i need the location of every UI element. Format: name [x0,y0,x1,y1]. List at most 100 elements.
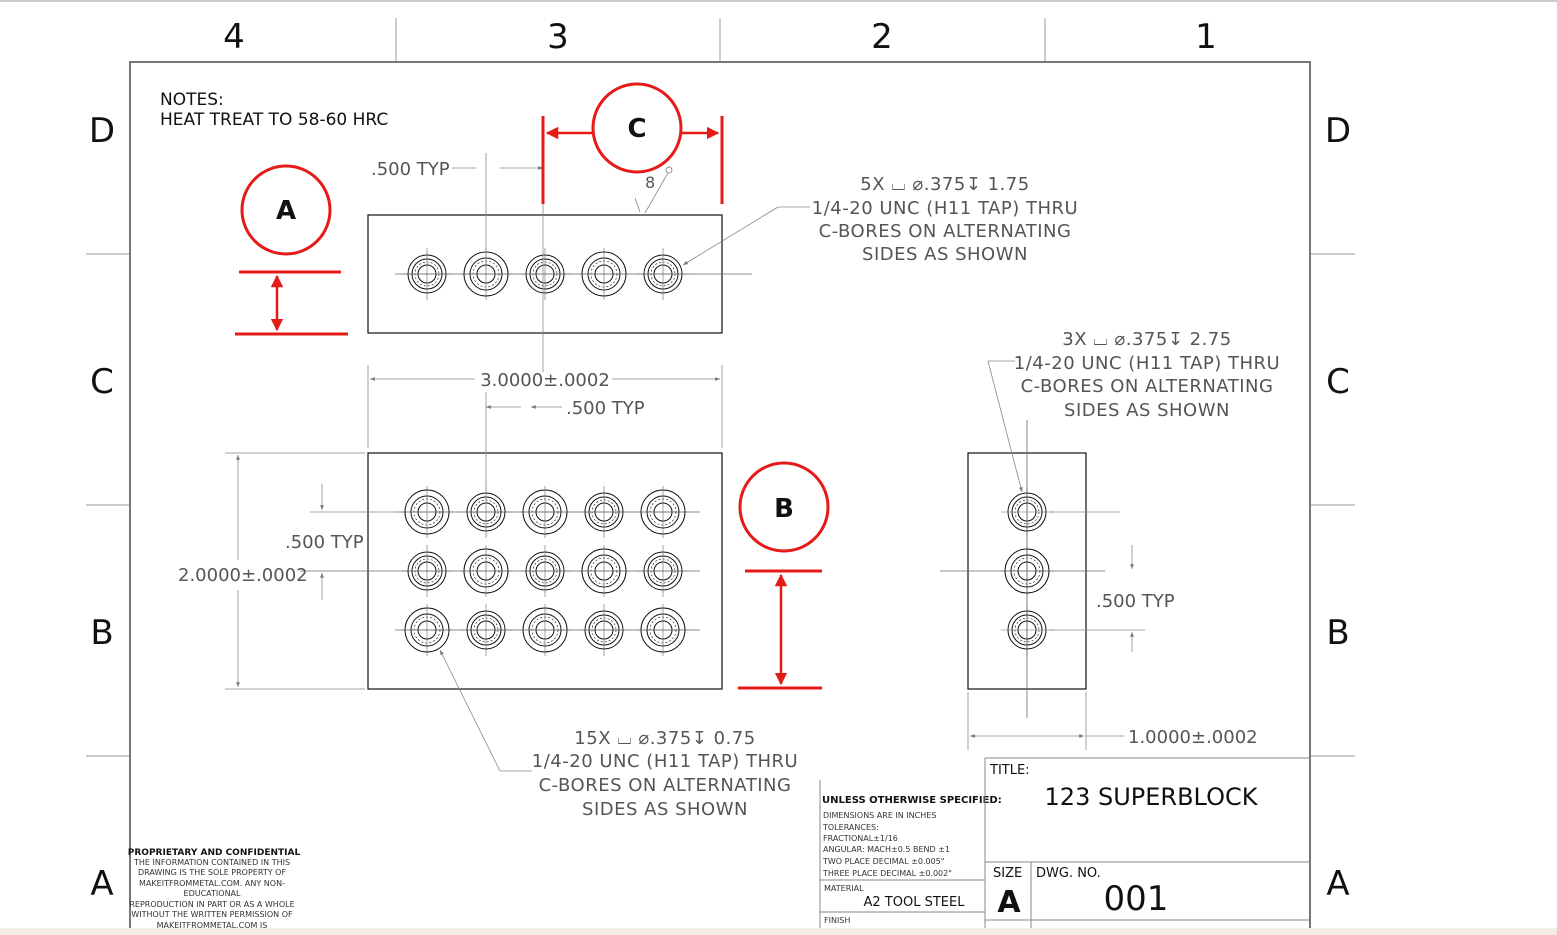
hole [460,486,512,538]
zone-row-a-left: A [90,864,113,904]
hole [401,545,453,597]
zone-row-b-right: B [1326,613,1349,653]
bottom-strip [0,928,1557,935]
notes-block: NOTES: HEAT TREAT TO 58-60 HRC [160,90,388,130]
annotation-c: C [541,82,724,204]
material-label: MATERIAL [824,884,864,893]
top-callout-line-4: SIDES AS SHOWN [862,244,1028,265]
dwg-no-label: DWG. NO. [1036,866,1101,881]
top-dim-angle: 8 [645,173,655,192]
hole [578,545,630,597]
proprietary-heading: PROPRIETARY AND CONFIDENTIAL [128,848,301,858]
top-callout-line-1: 5X ⌴ ⌀.375↧ 1.75 [860,174,1029,195]
front-callout-line-2: 1/4-20 UNC (H11 TAP) THRU [532,751,798,772]
top-hole-callout: 5X ⌴ ⌀.375↧ 1.75 1/4-20 UNC (H11 TAP) TH… [812,174,1078,265]
top-dim-typ: .500 TYP [371,159,450,180]
zone-col-4: 4 [223,17,245,57]
tolerance-line: TOLERANCES: [822,823,879,832]
front-dim-width: 3.0000±.0002 [480,370,610,391]
tolerance-line: TWO PLACE DECIMAL ±0.005" [822,857,944,866]
zone-row-labels: D C B A D C B A [89,111,1351,904]
hole [519,604,571,656]
hole [519,486,571,538]
annotation-c-circle [591,82,683,174]
hole [401,248,453,300]
hole [460,545,512,597]
zone-col-1: 1 [1195,17,1217,57]
front-dim-typ-vertical: .500 TYP [285,532,364,553]
side-hole-callout: 3X ⌴ ⌀.375↧ 2.75 1/4-20 UNC (H11 TAP) TH… [1014,329,1280,421]
hole [519,248,571,300]
side-view-holes [1001,486,1053,656]
proprietary-line: REPRODUCTION IN PART OR AS A WHOLE [129,900,294,909]
front-dim-typ-horizontal: .500 TYP [566,398,645,419]
finish-label: FINISH [824,916,850,925]
hole [637,604,689,656]
zone-row-a-right: A [1326,864,1349,904]
size-value: A [997,885,1021,920]
top-callout-line-2: 1/4-20 UNC (H11 TAP) THRU [812,198,1078,219]
annotation-b-label: B [774,494,794,524]
side-dim-width: 1.0000±.0002 [1128,727,1258,748]
side-view: .500 TYP 1.0000±.0002 3X ⌴ ⌀.375↧ 2.75 1… [940,329,1280,750]
hole [1001,545,1053,597]
hole [401,486,453,538]
title-block: TITLE: 123 SUPERBLOCK SIZE A DWG. NO. 00… [984,757,1310,935]
hole [578,604,630,656]
hole [578,248,630,300]
zone-row-b-left: B [90,613,113,653]
tolerance-line: ANGULAR: MACH±0.5 BEND ±1 [823,845,950,854]
proprietary-line: THE INFORMATION CONTAINED IN THIS [133,858,290,867]
title-label: TITLE: [989,763,1030,778]
zone-col-2: 2 [871,17,893,57]
front-dim-height: 2.0000±.0002 [178,565,308,586]
annotation-a-circle [240,164,332,256]
proprietary-line: MAKEITFROMMETAL.COM. ANY NON- [139,879,285,888]
proprietary-line: DRAWING IS THE SOLE PROPERTY OF [138,868,286,877]
drawing-border [129,61,1311,935]
zone-column-labels: 4 3 2 1 [223,17,1217,57]
tolerance-line: FRACTIONAL±1/16 [823,834,898,843]
side-callout-line-4: SIDES AS SHOWN [1064,400,1230,421]
annotation-c-label: C [627,114,646,144]
proprietary-notice: PROPRIETARY AND CONFIDENTIAL THE INFORMA… [128,848,301,930]
front-hole-callout: 15X ⌴ ⌀.375↧ 0.75 1/4-20 UNC (H11 TAP) T… [532,728,798,820]
tolerance-block: UNLESS OTHERWISE SPECIFIED: DIMENSIONS A… [819,780,1002,935]
size-label: SIZE [993,866,1022,881]
tolerance-line: THREE PLACE DECIMAL ±0.002" [822,869,952,878]
zone-row-c-right: C [1326,362,1350,402]
zone-row-c-left: C [90,362,114,402]
notes-line-1: HEAT TREAT TO 58-60 HRC [160,110,388,130]
front-callout-line-3: C-BORES ON ALTERNATING [539,775,792,796]
hole [578,486,630,538]
material-value: A2 TOOL STEEL [864,895,966,910]
annotation-a: A [235,164,348,336]
hole [637,545,689,597]
proprietary-line: MAKEITFROMMETAL.COM IS [157,921,268,930]
side-callout-line-3: C-BORES ON ALTERNATING [1021,376,1274,397]
hole [637,486,689,538]
zone-col-3: 3 [547,17,569,57]
side-callout-line-1: 3X ⌴ ⌀.375↧ 2.75 [1062,329,1231,350]
proprietary-line: EDUCATIONAL [184,889,242,898]
annotation-a-label: A [276,196,296,226]
front-view-holes [401,486,689,656]
top-callout-line-3: C-BORES ON ALTERNATING [819,221,1072,242]
hole [401,604,453,656]
notes-heading: NOTES: [160,90,224,110]
tolerance-heading: UNLESS OTHERWISE SPECIFIED: [822,795,1002,806]
zone-row-d-right: D [1325,111,1351,151]
hole [1001,604,1053,656]
tolerance-line: DIMENSIONS ARE IN INCHES [823,811,936,820]
front-view: 3.0000±.0002 .500 TYP 2.0000±.0002 .500 … [178,365,798,820]
zone-row-d-left: D [89,111,115,151]
front-callout-line-4: SIDES AS SHOWN [582,799,748,820]
hole [519,545,571,597]
drawing-title: 123 SUPERBLOCK [1045,783,1259,811]
zone-dividers [86,18,1355,757]
annotation-b-circle [738,461,830,553]
hole [1001,486,1053,538]
proprietary-line: WITHOUT THE WRITTEN PERMISSION OF [131,910,293,919]
front-callout-line-1: 15X ⌴ ⌀.375↧ 0.75 [574,728,755,749]
